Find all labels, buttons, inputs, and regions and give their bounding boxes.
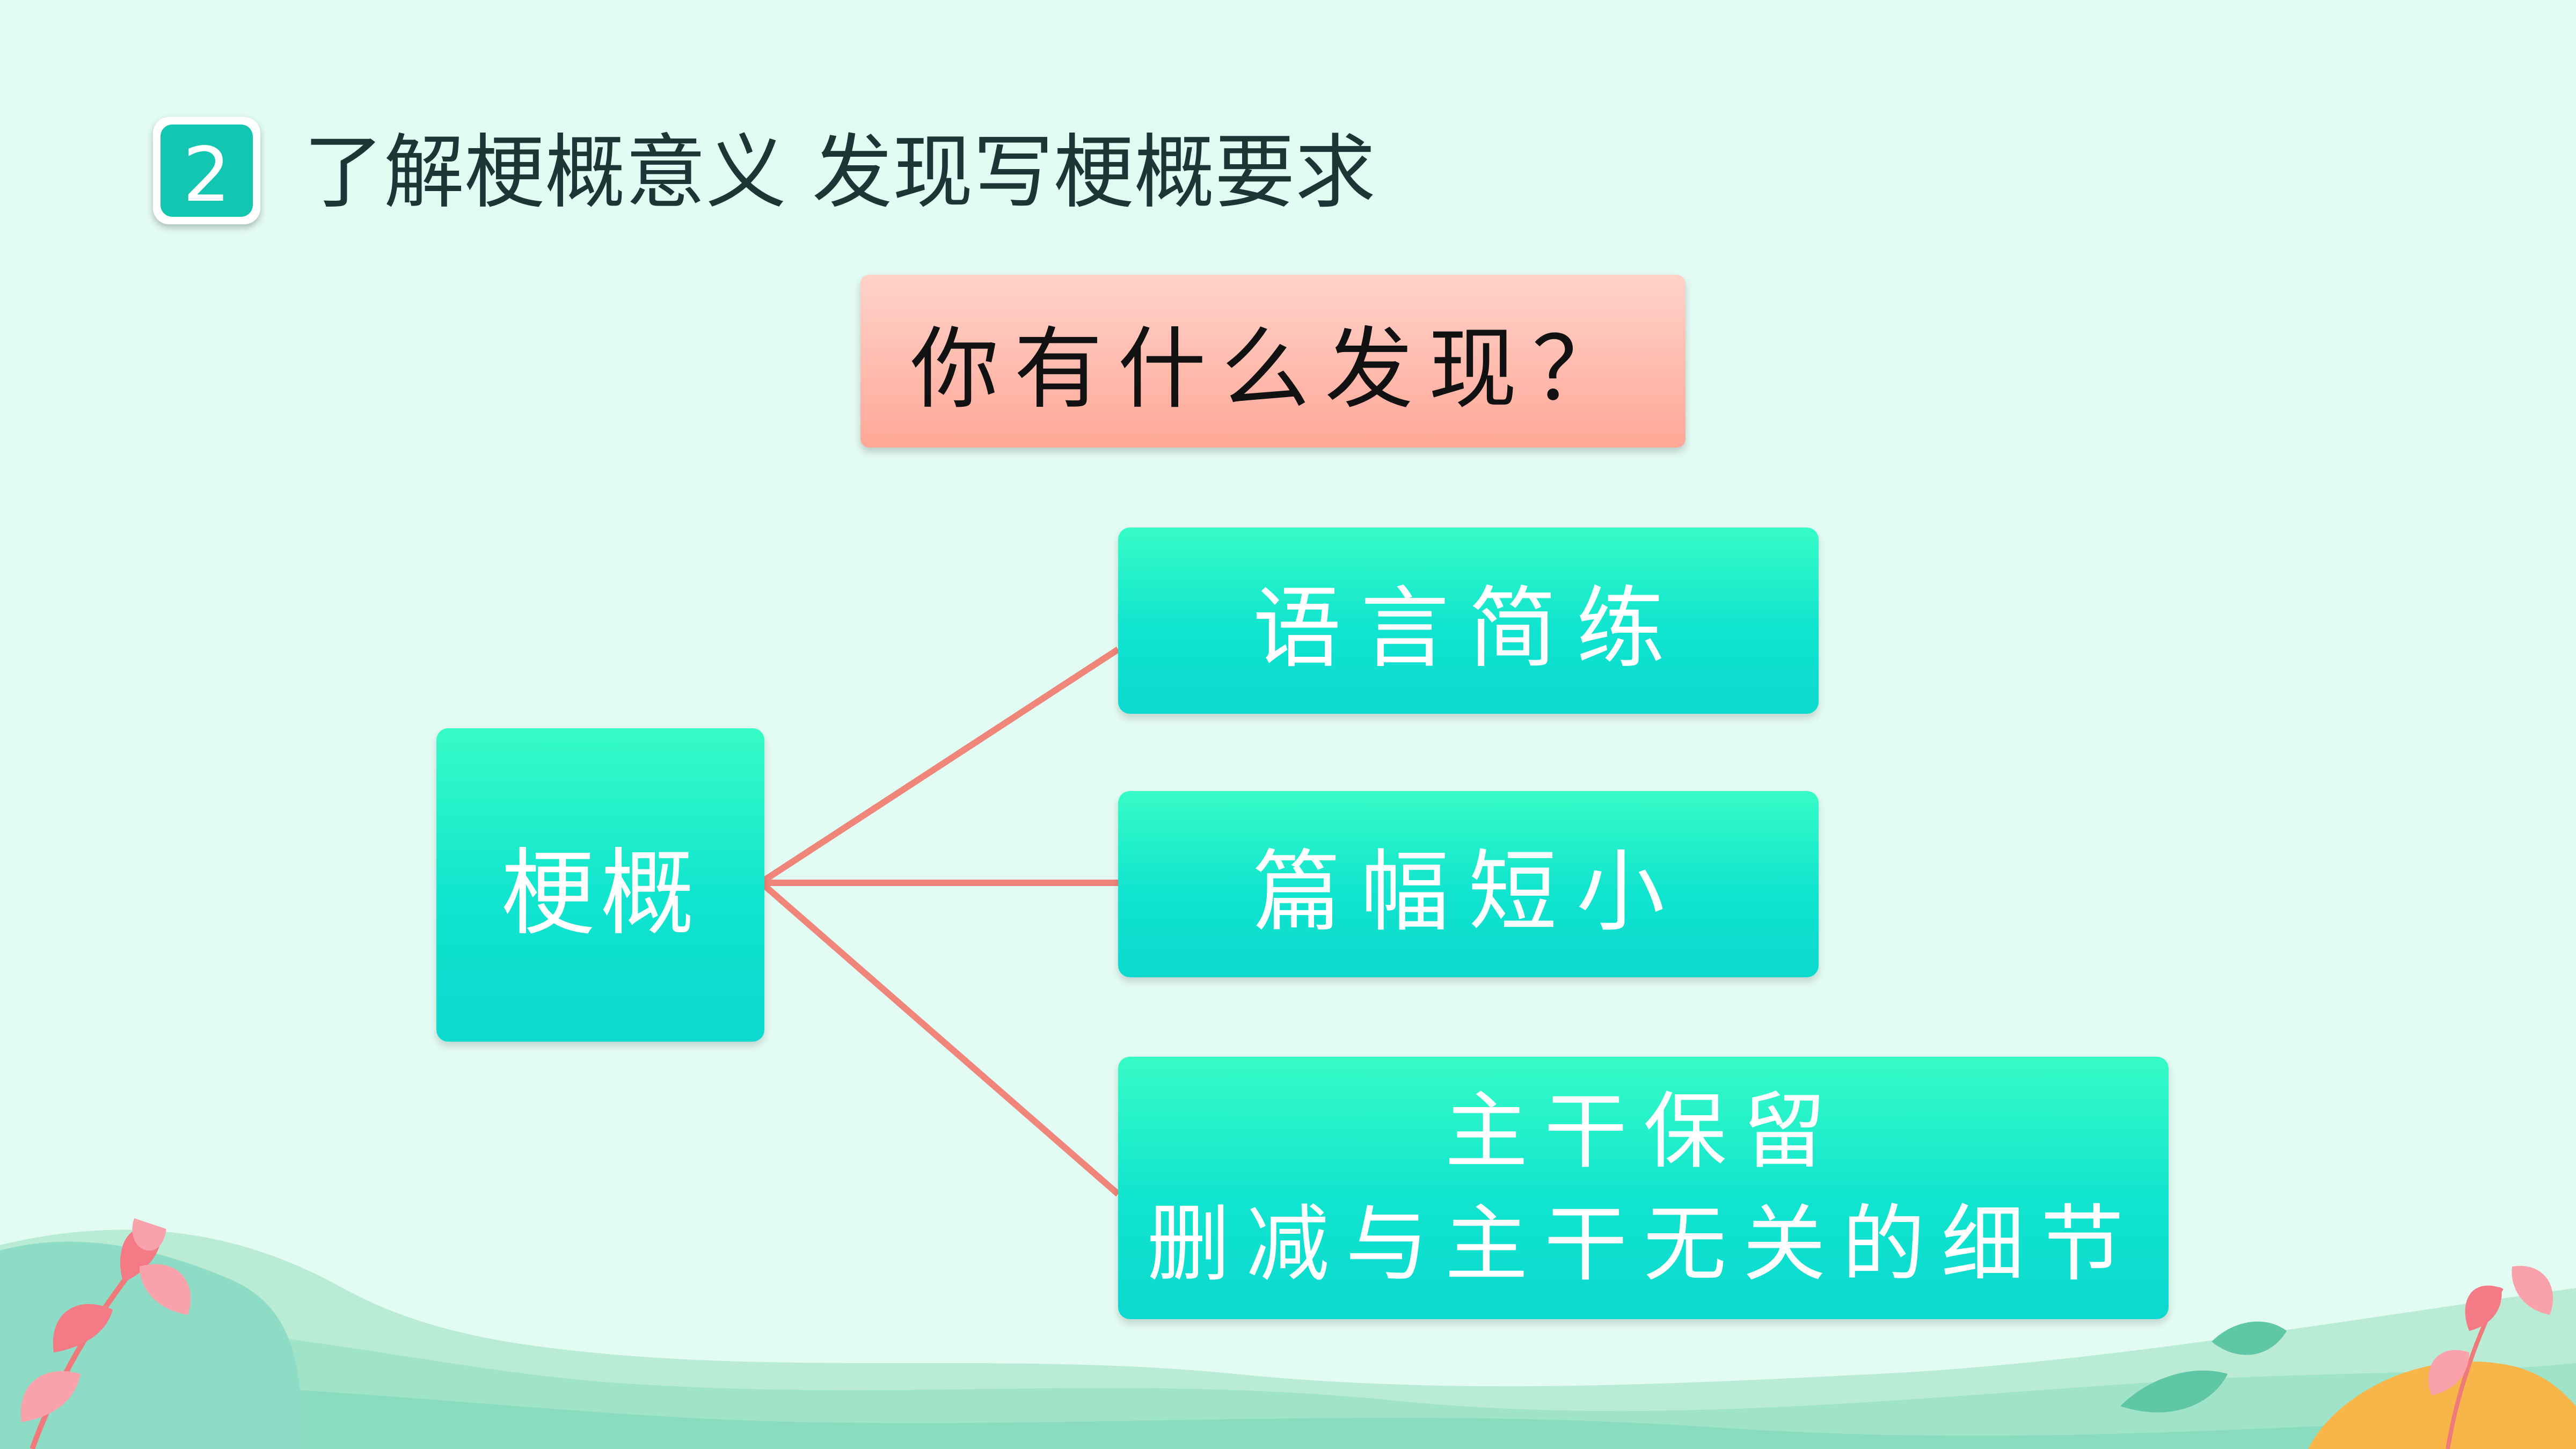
- page-title: 了解梗概意义 发现写梗概要求: [303, 126, 1376, 219]
- connector-lines: [762, 646, 1120, 1197]
- section-number: 2: [160, 125, 253, 219]
- diagram-node-main-plot: 主干保留 删减与主干无关的细节: [1118, 1057, 2169, 1319]
- node-label-line-1: 主干保留: [1444, 1082, 1842, 1180]
- left-plant-decor: [0, 1218, 302, 1449]
- diagram-node-language: 语言简练: [1118, 528, 1819, 714]
- diagram-root-node: 梗概: [436, 728, 764, 1042]
- hills: [0, 1230, 2576, 1449]
- node-label: 语言简练: [1252, 577, 1684, 680]
- question-box: 你有什么发现？: [860, 275, 1685, 448]
- right-plant-decor: [2120, 1265, 2576, 1449]
- diagram-node-length: 篇幅短小: [1118, 791, 1819, 977]
- connector-1: [762, 646, 1120, 883]
- node-label-line-2: 删减与主干无关的细节: [1147, 1195, 2140, 1293]
- connector-3: [762, 883, 1120, 1197]
- node-label: 篇幅短小: [1252, 840, 1684, 943]
- section-number-badge: 2: [153, 117, 260, 224]
